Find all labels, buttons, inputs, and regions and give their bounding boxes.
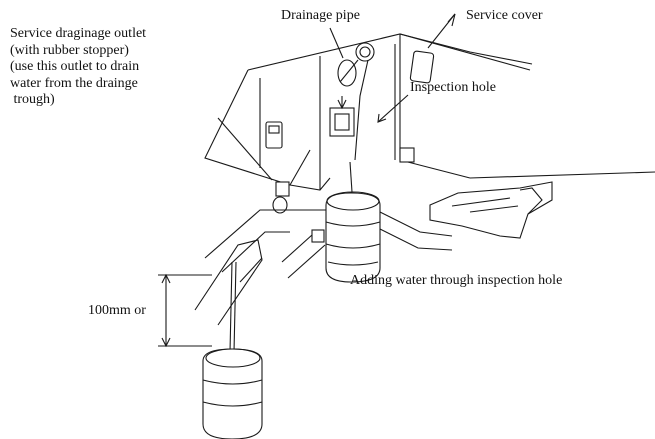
inspection-hole <box>329 59 369 161</box>
service-cover <box>409 50 435 84</box>
louver <box>429 181 553 239</box>
bracket-right <box>399 147 415 163</box>
inspection-hole-label: Inspection hole <box>410 80 496 95</box>
adding-water-label: Adding water through inspection hole <box>350 273 563 288</box>
dimension-line <box>158 273 212 348</box>
water-container-upper <box>325 161 381 283</box>
service-cover-label: Service cover <box>466 8 543 23</box>
inspection-hole-leader <box>377 94 409 123</box>
bracket-left <box>265 121 283 149</box>
drainage-pipe-label: Drainage pipe <box>281 8 360 23</box>
water-container-lower <box>202 261 263 439</box>
service-outlet-plug <box>275 181 290 197</box>
service-outlet-label: Service draginage outlet (with rubber st… <box>10 26 147 107</box>
drainage-pipe-leader <box>329 27 344 59</box>
service-outlet <box>272 196 288 214</box>
drainage-pipe <box>337 42 375 87</box>
drain-channel <box>194 209 453 326</box>
dimension-label: 100mm or <box>88 303 146 318</box>
service-outlet-leader <box>217 117 273 181</box>
